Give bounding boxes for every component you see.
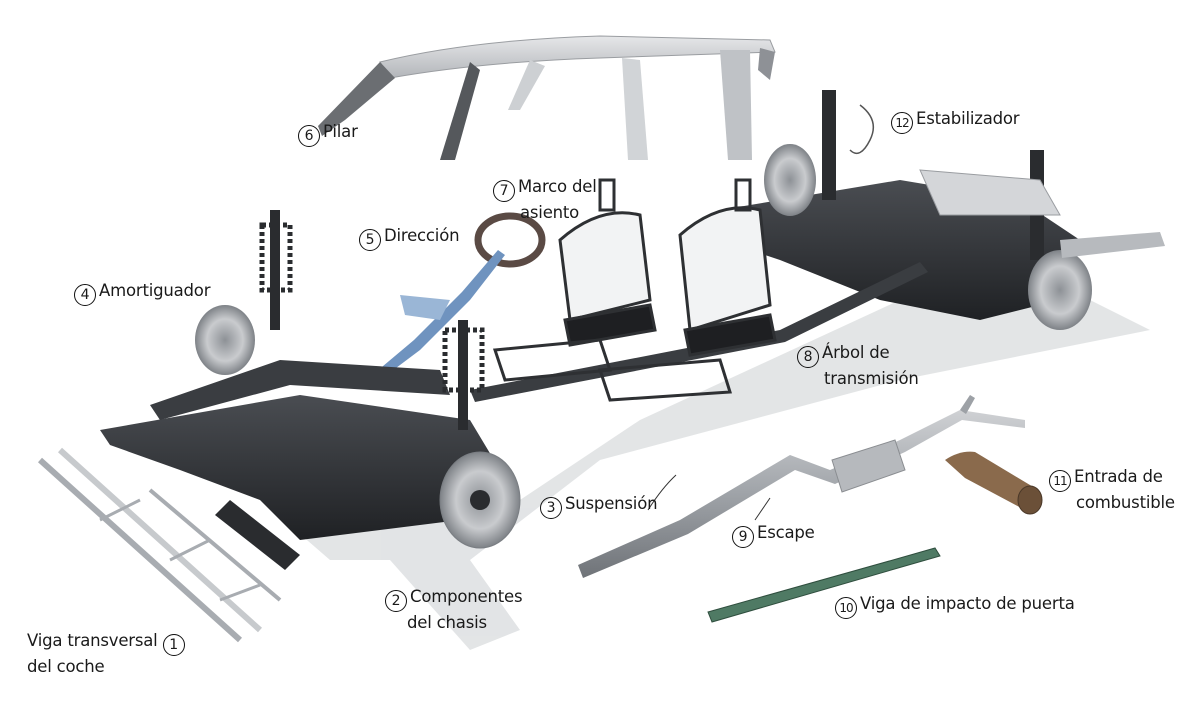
label-10-line1: Viga de impacto de puerta: [860, 594, 1075, 613]
label-cross-car-beam: Viga transversal 1 del coche: [27, 630, 188, 677]
number-badge-10: 10: [835, 597, 857, 619]
number-badge-3: 3: [540, 497, 562, 519]
label-2-line2: del chasis: [407, 613, 487, 632]
label-4-line1: Amortiguador: [99, 281, 211, 300]
fuel-inlet-part: [945, 451, 1043, 515]
label-1-line2: del coche: [27, 657, 105, 676]
label-11-line2: combustible: [1076, 493, 1175, 512]
label-7-line1: Marco del: [518, 177, 597, 196]
label-11-line1: Entrada de: [1074, 467, 1163, 486]
number-badge-4: 4: [74, 284, 96, 306]
front-shock-part: [195, 210, 485, 430]
number-badge-7: 7: [493, 180, 515, 202]
label-1-line1: Viga transversal: [27, 631, 158, 650]
number-badge-2: 2: [385, 590, 407, 612]
label-12-line1: Estabilizador: [916, 109, 1020, 128]
number-badge-6: 6: [298, 125, 320, 147]
number-badge-12: 12: [891, 112, 913, 134]
steering-part: [376, 212, 546, 380]
label-2-line1: Componentes: [410, 587, 523, 606]
exhaust-part: [578, 395, 1025, 578]
number-badge-1: 1: [162, 634, 185, 656]
label-8-line1: Árbol de: [822, 343, 890, 362]
label-8-line2: transmisión: [824, 369, 919, 388]
label-5-line1: Dirección: [384, 226, 460, 245]
seat-frame-part: [492, 178, 777, 402]
door-impact-beam-part: [707, 547, 941, 623]
number-badge-5: 5: [359, 229, 381, 251]
label-9-line1: Escape: [757, 523, 815, 542]
label-3-line1: Suspensión: [565, 494, 658, 513]
label-7-line2: asiento: [520, 203, 580, 222]
number-badge-9: 9: [732, 526, 754, 548]
cross-car-beam-part: [37, 447, 282, 643]
roof-pillar-part: [318, 35, 776, 160]
number-badge-8: 8: [797, 346, 819, 368]
label-6-line1: Pilar: [323, 122, 358, 141]
number-badge-11: 11: [1049, 470, 1071, 492]
rear-axle-assembly: [720, 90, 1165, 330]
front-chassis-part: [100, 360, 500, 570]
drive-shaft-part: [470, 262, 928, 402]
